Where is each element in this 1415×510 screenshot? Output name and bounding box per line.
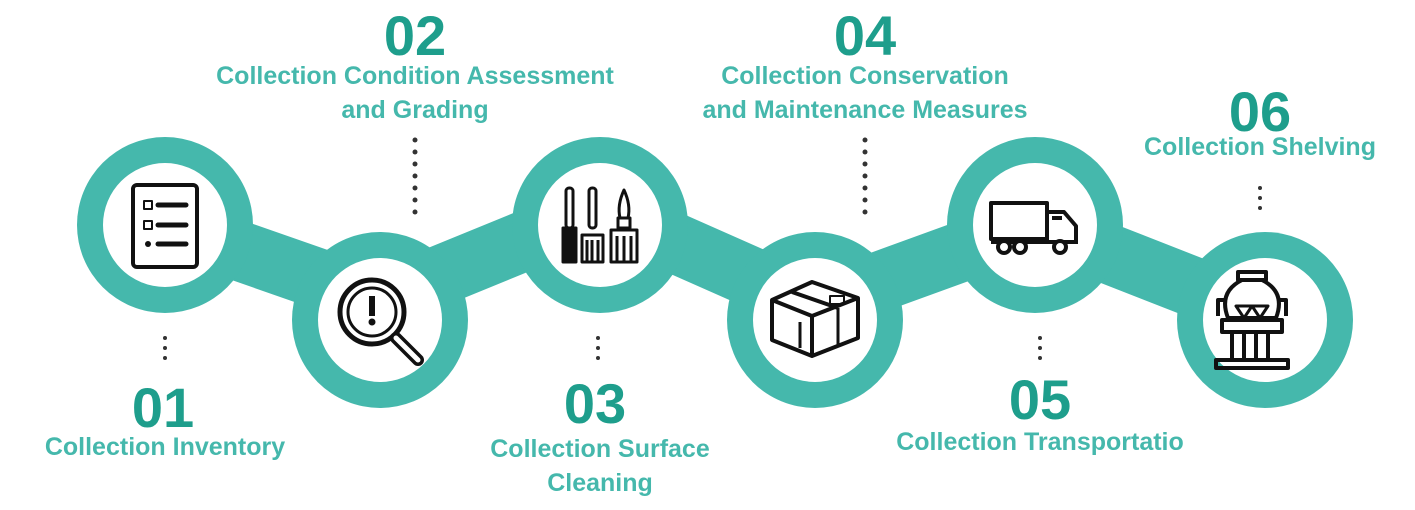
brushes-icon [561, 186, 639, 264]
step-title-02-line2: and Grading [341, 96, 489, 124]
magnifier-alert-icon [337, 277, 424, 366]
step-title-01: Collection Inventory [44, 433, 286, 461]
step-number-01: 01 [131, 376, 195, 439]
step-title-04-line2: and Maintenance Measures [702, 96, 1028, 124]
dots-02 [412, 137, 418, 215]
step-number-03: 03 [563, 372, 627, 435]
dots-03 [596, 336, 600, 360]
dots-04 [862, 137, 868, 215]
step-number-04: 04 [833, 4, 897, 67]
step-number-05: 05 [1008, 368, 1072, 431]
vase-icon [1214, 270, 1290, 370]
step-number-06: 06 [1228, 80, 1292, 143]
truck-icon [989, 201, 1078, 255]
dots-06 [1258, 186, 1262, 210]
dots-05 [1038, 336, 1042, 360]
step-ring-04 [727, 232, 903, 408]
step-title-05: Collection Transportatio [896, 428, 1184, 456]
step-ring-02 [292, 232, 468, 408]
step-title-03-line2: Cleaning [547, 469, 653, 497]
step-ring-03 [512, 137, 688, 313]
boxes-icon [770, 280, 860, 358]
dots-01 [163, 336, 167, 360]
step-ring-05 [947, 137, 1123, 313]
step-title-03-line1: Collection Surface [490, 435, 710, 463]
checklist-icon [131, 183, 199, 269]
step-title-02-line1: Collection Condition Assessment [216, 62, 614, 90]
step-title-06: Collection Shelving [1144, 133, 1376, 161]
step-title-04-line1: Collection Conservation [721, 62, 1009, 90]
step-number-02: 02 [383, 4, 447, 67]
